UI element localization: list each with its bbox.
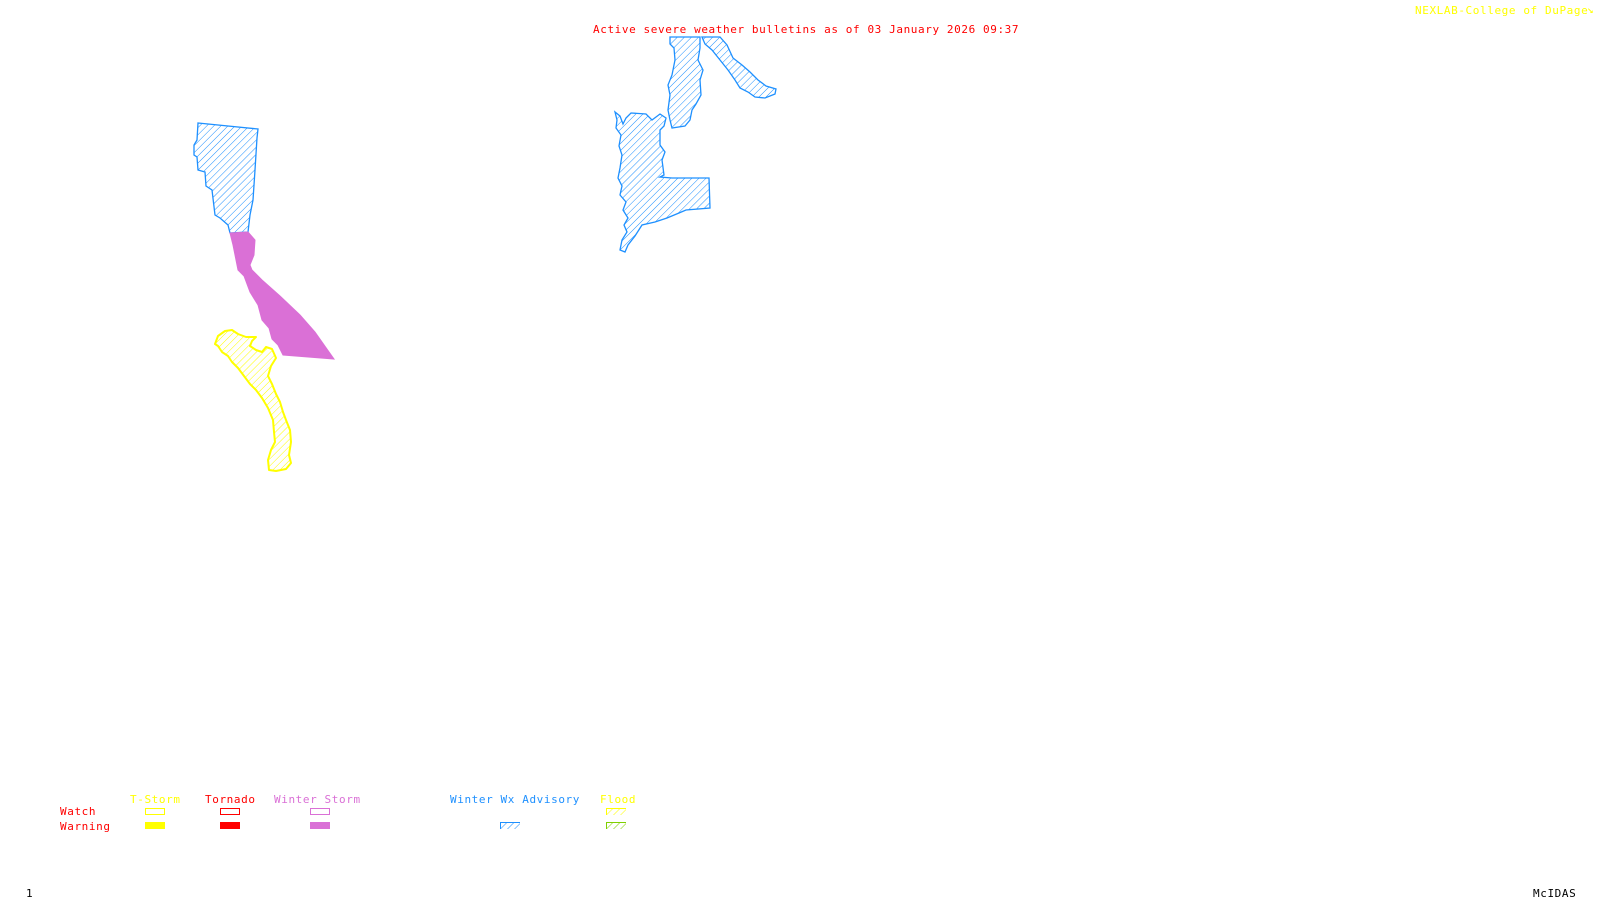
legend-row-label-watch: Watch xyxy=(60,805,97,818)
winter-wx-advisory-area xyxy=(193,122,259,234)
winter-wx-advisory-area xyxy=(701,36,777,99)
legend-tornado-watch-swatch xyxy=(220,808,240,815)
legend-header-tstorm: T-Storm xyxy=(130,793,181,806)
frame-number: 1 xyxy=(26,887,34,900)
map-title: Active severe weather bulletins as of 03… xyxy=(593,23,1020,36)
winter-storm-warning-area xyxy=(229,231,336,360)
legend-tstorm-warning-swatch xyxy=(145,822,165,829)
legend-header-flood: Flood xyxy=(600,793,637,806)
winter-wx-advisory-area xyxy=(667,36,704,129)
legend-tstorm-watch-swatch xyxy=(145,808,165,815)
legend-flood-warning-swatch xyxy=(606,822,626,829)
legend-header-tornado: Tornado xyxy=(205,793,256,806)
credit-label: NEXLAB-College of DuPage xyxy=(1415,4,1589,17)
legend-header-winter-storm: Winter Storm xyxy=(274,793,361,806)
winter-wx-advisory-area xyxy=(613,110,711,253)
link-arrow-icon[interactable]: ↘ xyxy=(1587,3,1595,16)
software-label: McIDAS xyxy=(1533,887,1577,900)
legend-winter-storm-warning-swatch xyxy=(310,822,330,829)
legend-tornado-warning-swatch xyxy=(220,822,240,829)
legend-row-label-warning: Warning xyxy=(60,820,111,833)
legend-flood-watch-swatch xyxy=(606,808,626,815)
legend-winter-wx-advisory-swatch xyxy=(500,822,520,829)
legend-winter-storm-watch-swatch xyxy=(310,808,330,815)
legend-header-winter-wx-advisory: Winter Wx Advisory xyxy=(450,793,581,806)
flood-watch-area xyxy=(214,329,292,472)
